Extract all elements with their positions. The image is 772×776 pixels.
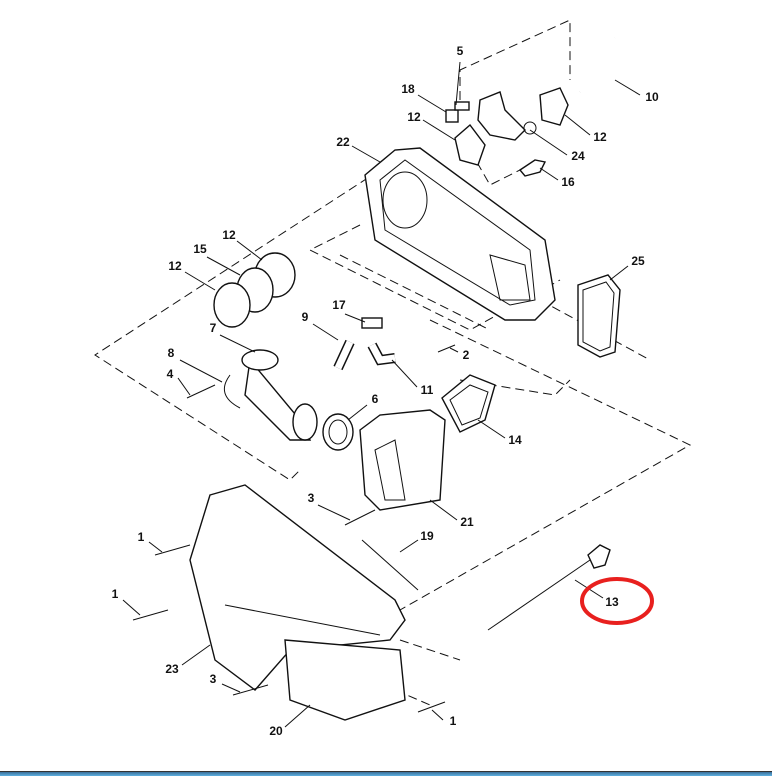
part-22-airbox-cover — [364, 147, 556, 321]
part-12-gasket-top-right — [539, 87, 569, 126]
callout-2: 2 — [463, 348, 470, 362]
callout-24: 24 — [571, 149, 585, 163]
part-8-clip — [223, 374, 241, 409]
callout-22: 22 — [336, 135, 350, 149]
callout-14: 14 — [508, 433, 522, 447]
highlight-circle — [580, 577, 654, 625]
part-7-tube — [241, 349, 318, 441]
callout-4: 4 — [167, 367, 174, 381]
callout-18: 18 — [401, 82, 415, 96]
part-6-ring — [322, 413, 354, 451]
bottom-border — [0, 771, 772, 776]
callout-15: 15 — [193, 242, 207, 256]
part-9-hose — [333, 339, 355, 371]
part-20-lower-box — [284, 639, 406, 721]
callout-1: 1 — [450, 714, 457, 728]
callout-19: 19 — [420, 529, 434, 543]
callout-1: 1 — [138, 530, 145, 544]
part-17-tee — [361, 317, 383, 329]
callout-12: 12 — [593, 130, 607, 144]
part-10-hose — [578, 35, 630, 95]
callout-13: 13 — [605, 595, 619, 609]
leader-lines — [122, 61, 641, 728]
callout-12: 12 — [168, 259, 182, 273]
part-12-15-gaskets-left — [213, 252, 296, 328]
callout-5: 5 — [457, 44, 464, 58]
part-12-gasket-top-left — [454, 123, 486, 166]
part-19-rod — [361, 539, 419, 591]
callout-12: 12 — [407, 110, 421, 124]
part-24-bracket — [477, 91, 537, 141]
callout-10: 10 — [645, 90, 659, 104]
part-14-filter — [441, 374, 496, 433]
callout-12: 12 — [222, 228, 236, 242]
part-13-dipstick — [487, 544, 611, 631]
part-21-housing — [359, 409, 446, 511]
callout-1: 1 — [112, 587, 119, 601]
callout-21: 21 — [460, 515, 474, 529]
part-25-filter-element — [577, 274, 621, 358]
callout-11: 11 — [421, 383, 434, 397]
part-16-valve — [518, 159, 547, 177]
callout-3: 3 — [210, 672, 217, 686]
callout-labels: 5 18 10 12 12 24 22 16 12 15 12 25 9 17 … — [112, 44, 659, 738]
callout-6: 6 — [372, 392, 379, 406]
callout-3: 3 — [308, 491, 315, 505]
part-5-fitting — [445, 101, 470, 123]
callout-8: 8 — [168, 346, 175, 360]
callout-17: 17 — [332, 298, 346, 312]
callout-9: 9 — [302, 310, 309, 324]
callout-20: 20 — [269, 724, 283, 738]
part-11-hose — [367, 342, 396, 366]
callout-7: 7 — [210, 321, 217, 335]
callout-16: 16 — [561, 175, 575, 189]
callout-23: 23 — [165, 662, 179, 676]
callout-25: 25 — [631, 254, 645, 268]
screws — [132, 344, 456, 713]
